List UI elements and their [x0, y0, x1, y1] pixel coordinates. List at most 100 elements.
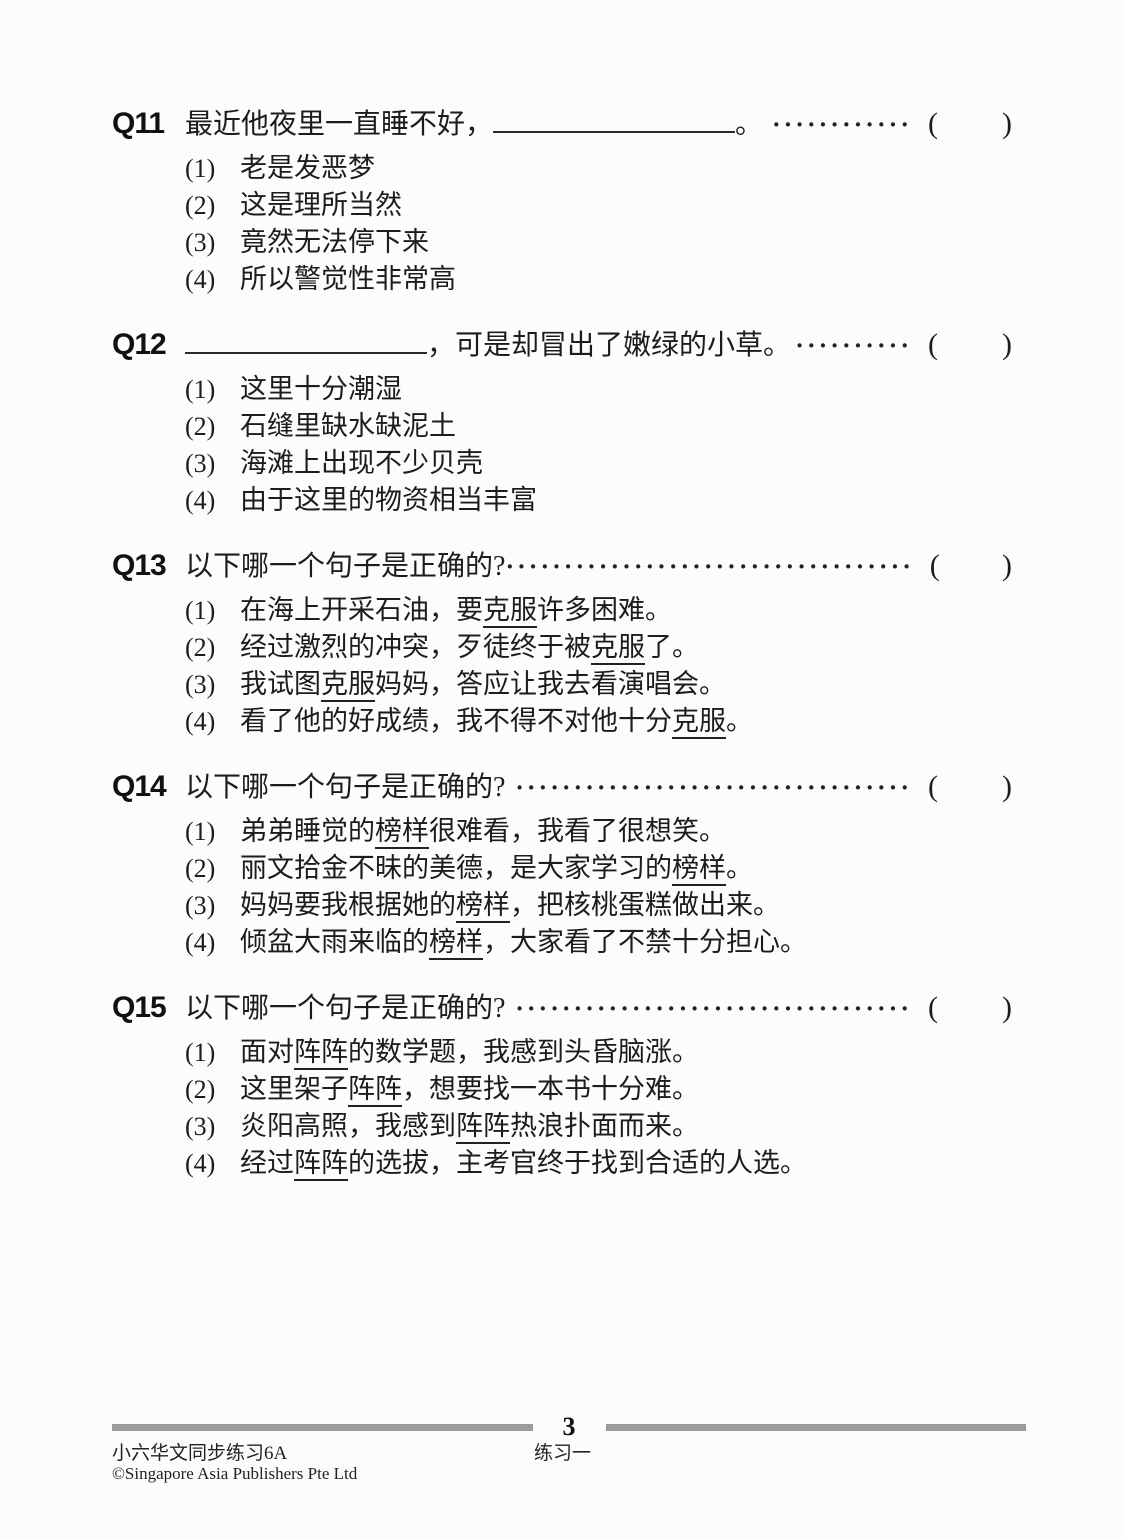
question-stem: 以下哪一个句子是正确的?: [185, 989, 505, 1029]
underlined-word: 榜样: [456, 890, 510, 923]
option-text: 竟然无法停下来: [240, 224, 429, 261]
underlined-word: 克服: [672, 706, 726, 739]
question-stem: 以下哪一个句子是正确的?: [185, 547, 505, 587]
question-q15: Q15 以下哪一个句子是正确的? ·······················…: [112, 988, 1012, 1182]
answer-blank: [185, 352, 427, 354]
dot-leader: ··································: [515, 773, 912, 802]
stem-text: 以下哪一个句子是正确的?: [185, 551, 506, 582]
paren-close: ): [1002, 770, 1012, 803]
option-text: 丽文拾金不昧的美德，是大家学习的榜样。: [240, 850, 753, 887]
underlined-word: 克服: [591, 632, 645, 665]
option-number: (4): [185, 486, 216, 515]
options-list: (1)这里十分潮湿 (2)石缝里缺水缺泥土 (3)海滩上出现不少贝壳 (4)由于…: [185, 371, 1012, 519]
option-number: (3): [185, 228, 216, 257]
option-segment: 倾盆大雨来临的: [240, 927, 429, 957]
option-segment: 经过: [240, 1148, 294, 1178]
option-text: 我试图克服妈妈，答应让我去看演唱会。: [240, 666, 726, 703]
option-row: (3)妈妈要我根据她的榜样，把核桃蛋糕做出来。: [185, 887, 1012, 924]
option-number: (2): [185, 1075, 216, 1104]
question-header: Q12 ，可是却冒出了嫩绿的小草。 ·········· ( ): [112, 325, 1012, 367]
option-segment: 海滩上出现不少贝壳: [240, 448, 483, 478]
option-segment: 这里架子: [240, 1074, 348, 1104]
option-number: (3): [185, 449, 216, 478]
paren-open: (: [928, 328, 938, 361]
underlined-word: 克服: [321, 669, 375, 702]
underlined-word: 榜样: [429, 927, 483, 960]
option-number: (2): [185, 633, 216, 662]
paren-close: ): [1002, 991, 1012, 1024]
footer-rule-right: [605, 1423, 1026, 1431]
options-list: (1)面对阵阵的数学题，我感到头昏脑涨。 (2)这里架子阵阵，想要找一本书十分难…: [185, 1034, 1012, 1182]
option-text: 老是发恶梦: [240, 150, 375, 187]
option-text: 这里十分潮湿: [240, 371, 402, 408]
question-number: Q11: [112, 107, 165, 140]
question-stem: ，可是却冒出了嫩绿的小草。: [185, 326, 791, 366]
question-q13: Q13 以下哪一个句子是正确的? ·······················…: [112, 546, 1012, 740]
option-row: (3) 竟然无法停下来: [185, 224, 1012, 261]
option-number: (3): [185, 670, 216, 699]
option-row: (1)老是发恶梦: [185, 150, 1012, 187]
option-segment: 老是发恶梦: [240, 153, 375, 183]
option-segment: 炎阳高照，我感到: [240, 1111, 456, 1141]
option-number: (1): [185, 596, 216, 625]
option-segment: 很难看，我看了很想笑。: [429, 816, 726, 846]
question-stem: 最近他夜里一直睡不好， 。: [185, 105, 763, 145]
stem-text: 最近他夜里一直睡不好，: [185, 109, 494, 140]
option-row: (2)经过激烈的冲突，歹徒终于被克服了。: [185, 629, 1012, 666]
option-segment: 。: [726, 706, 753, 736]
stem-text: 以下哪一个句子是正确的?: [185, 993, 506, 1024]
question-stem: 以下哪一个句子是正确的?: [185, 768, 505, 808]
underlined-word: 阵阵: [294, 1148, 348, 1181]
option-row: (2)丽文拾金不昧的美德，是大家学习的榜样。: [185, 850, 1012, 887]
dot-leader: ··································: [515, 994, 912, 1023]
option-row: (4)看了他的好成绩，我不得不对他十分克服。: [185, 703, 1012, 740]
option-segment: 了。: [645, 632, 699, 662]
question-q11: Q11 最近他夜里一直睡不好，。 ············ ( ) (1)老是发…: [112, 104, 1012, 298]
answer-blank: [493, 131, 736, 133]
option-row: (4)所以警觉性非常高: [185, 261, 1012, 298]
stem-text: 。: [735, 109, 764, 140]
option-number: (1): [185, 1038, 216, 1067]
option-text: 倾盆大雨来临的榜样，大家看了不禁十分担心。: [240, 924, 807, 961]
option-segment: 由于这里的物资相当丰富: [240, 485, 537, 515]
option-text: 在海上开采石油，要克服许多困难。: [240, 592, 672, 629]
option-segment: 。: [726, 853, 753, 883]
paren-close: ): [1002, 107, 1012, 140]
option-text: 妈妈要我根据她的榜样，把核桃蛋糕做出来。: [240, 887, 780, 924]
option-segment: 的选拔，主考官终于找到合适的人选。: [348, 1148, 807, 1178]
option-text: 炎阳高照，我感到阵阵热浪扑面而来。: [240, 1108, 699, 1145]
question-header: Q11 最近他夜里一直睡不好，。 ············ ( ): [112, 104, 1012, 146]
question-number: Q13: [112, 549, 167, 582]
option-text: 海滩上出现不少贝壳: [240, 445, 483, 482]
option-number: (4): [185, 707, 216, 736]
footer-rule-left: [112, 1423, 533, 1431]
option-text: 经过阵阵的选拔，主考官终于找到合适的人选。: [240, 1145, 807, 1182]
underlined-word: 阵阵: [348, 1074, 402, 1107]
option-segment: ，想要找一本书十分难。: [402, 1074, 699, 1104]
stem-text: ，可是却冒出了嫩绿的小草。: [427, 330, 792, 361]
question-header: Q13 以下哪一个句子是正确的? ·······················…: [112, 546, 1012, 588]
underlined-word: 榜样: [375, 816, 429, 849]
question-number: Q14: [112, 770, 167, 803]
option-text: 弟弟睡觉的榜样很难看，我看了很想笑。: [240, 813, 726, 850]
paren-open: (: [928, 991, 938, 1024]
option-row: (1)弟弟睡觉的榜样很难看，我看了很想笑。: [185, 813, 1012, 850]
option-text: 石缝里缺水缺泥土: [240, 408, 456, 445]
paren-open: (: [928, 770, 938, 803]
page-number: 3: [562, 1412, 576, 1441]
option-text: 这里架子阵阵，想要找一本书十分难。: [240, 1071, 699, 1108]
option-number: (4): [185, 1149, 216, 1178]
options-list: (1)弟弟睡觉的榜样很难看，我看了很想笑。 (2)丽文拾金不昧的美德，是大家学习…: [185, 813, 1012, 961]
option-row: (1) 这里十分潮湿: [185, 371, 1012, 408]
option-row: (4)倾盆大雨来临的榜样，大家看了不禁十分担心。: [185, 924, 1012, 961]
option-segment: 面对: [240, 1037, 294, 1067]
option-segment: 的数学题，我感到头昏脑涨。: [348, 1037, 699, 1067]
option-row: (4) 由于这里的物资相当丰富: [185, 482, 1012, 519]
option-segment: 妈妈要我根据她的: [240, 890, 456, 920]
stem-text: 以下哪一个句子是正确的?: [185, 772, 506, 803]
underlined-word: 阵阵: [294, 1037, 348, 1070]
underlined-word: 榜样: [672, 853, 726, 886]
option-text: 由于这里的物资相当丰富: [240, 482, 537, 519]
option-text: 这是理所当然: [240, 187, 402, 224]
option-number: (1): [185, 375, 216, 404]
